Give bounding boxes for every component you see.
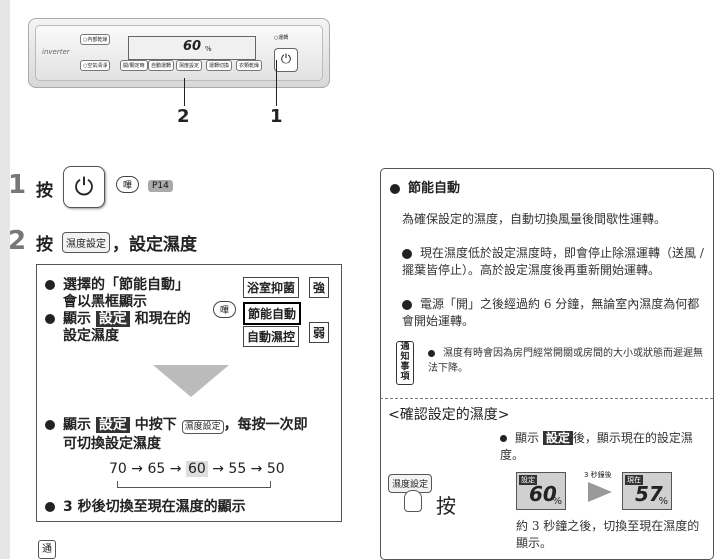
setting-display: 設定 60 % [516, 472, 566, 510]
seq-value: 55 [228, 461, 247, 477]
step-1-number: 1 [8, 170, 27, 200]
panel-button-mode: 運轉切換 [206, 60, 233, 71]
panel-button-humidity: 濕度設定 [176, 60, 203, 71]
bullet-dot [45, 314, 55, 324]
panel-button-clothes: 衣類乾燥 [236, 60, 263, 71]
panel-button-purify: ○空氣清淨 [80, 60, 111, 71]
bullet-dot [500, 435, 507, 442]
humidity-button-icon: 濕度設定 [181, 420, 224, 434]
bullet-dot [390, 183, 400, 194]
eco-auto-title: 節能自動 [390, 177, 460, 196]
strong-label: 強 [309, 277, 330, 298]
step-1-label: 按 [36, 181, 53, 201]
current-display-tag: 現在 [625, 475, 643, 485]
power-button-icon: ⏻ [63, 166, 105, 208]
bullet-switch-current: 3 秒後切換至現在濕度的顯示 [45, 499, 246, 516]
power-label: ○運轉 [274, 35, 289, 41]
bullet-selected-mode: 選擇的「節能自動」 會以黑框顯示 [45, 277, 189, 311]
setting-display-tag: 設定 [519, 475, 537, 485]
bullet-dot [45, 502, 55, 512]
after-3-seconds-label: 3 秒鐘後 [584, 471, 612, 479]
brand-label: inverter [42, 48, 70, 56]
beep-sound: 嗶 [116, 176, 140, 193]
weak-label: 弱 [309, 322, 330, 343]
sequence-loop-arrow [117, 481, 271, 488]
panel-power-icon: ⏻ [274, 48, 298, 72]
control-panel-illustration: inverter ○內部乾燥 ○空氣清淨 開/關定時 自動運轉 濕度設定 運轉切… [28, 18, 330, 88]
mode-eco-auto: 節能自動 [243, 302, 302, 325]
current-display-value: 57 [635, 482, 663, 506]
panel-button-auto: 自動運轉 [148, 60, 175, 71]
confirm-humidity-title: <確認設定的濕度> [388, 407, 510, 423]
setting-tag: 設定 [95, 311, 130, 327]
right-arrow [588, 482, 612, 502]
notice-label-icon: 通知事項 [396, 341, 414, 385]
seq-value: 65 [147, 461, 166, 477]
lcd-value: 60 [183, 39, 202, 54]
seq-value: 60 [185, 461, 208, 477]
humidity-button-icon: 濕度設定 [62, 232, 110, 253]
lcd-unit: % [205, 45, 212, 53]
mode-bathroom: 浴室抑菌 [243, 277, 300, 298]
current-display-unit: % [658, 496, 668, 507]
section-divider [380, 398, 713, 399]
bullet-dot [402, 299, 412, 310]
after-switch-text: 約 3 秒鐘之後，切換至現在濕度的顯示。 [516, 519, 700, 550]
seq-value: 50 [266, 461, 285, 477]
callout-1: 1 [270, 106, 283, 127]
panel-button-dry: ○內部乾燥 [80, 34, 111, 45]
setting-tag: 設定 [95, 417, 130, 433]
callout-2: 2 [177, 106, 190, 127]
bullet-dot [45, 420, 55, 430]
step-2-number: 2 [8, 226, 27, 256]
humidity-sequence: 70 → 65 → 60 → 55 → 50 [109, 461, 285, 477]
panel-button-timer: 開/關定時 [120, 60, 148, 71]
current-display: 現在 57 % [622, 472, 672, 510]
setting-display-unit: % [552, 496, 562, 507]
callout-line-1 [276, 60, 277, 106]
left-margin-bar [0, 0, 10, 559]
notice-icon: 通 [38, 540, 56, 559]
bullet-dot [428, 350, 435, 357]
panel-lcd: 60 % [128, 36, 256, 60]
setting-display-value: 60 [529, 482, 557, 506]
eco-auto-bullet-2: 電源「開」之後經過約 6 分鐘，無論室內濕度為何都會開始運轉。 [402, 297, 700, 328]
bullet-dot [402, 248, 412, 259]
down-arrow [153, 365, 229, 397]
instruction-box: 選擇的「節能自動」 會以黑框顯示 顯示 設定 和現在的 設定濕度 浴室抑菌 節能… [36, 264, 342, 522]
eco-auto-bullet-1: 現在濕度低於設定濕度時，即會停止除濕運轉（送風 / 擺葉皆停止）。高於設定濕度後… [402, 246, 704, 277]
callout-line-2 [184, 78, 185, 106]
bullet-display-setting: 顯示 設定 和現在的 設定濕度 [45, 311, 191, 345]
bullet-dot [45, 280, 55, 290]
hand-icon [404, 490, 422, 512]
seq-value: 70 [109, 461, 127, 477]
page-reference: P14 [148, 180, 173, 192]
notice-text: 濕度有時會因為房門經常開關或房間的大小或狀態而遲遲無法下降。 [428, 348, 703, 374]
bullet-press-button: 顯示 設定 中按下 濕度設定，每按一次即 可切換設定濕度 [45, 417, 308, 453]
beep-sound: 嗶 [213, 301, 237, 318]
step-2-label-a: 按 [36, 235, 53, 255]
setting-tag: 設定 [542, 431, 573, 445]
confirm-bullet: 顯示 設定後，顯示現在的設定濕度。 [500, 431, 693, 462]
mode-auto-humidity: 自動濕控 [243, 326, 300, 347]
eco-auto-intro: 為確保設定的濕度，自動切換風量後間歇性運轉。 [402, 212, 667, 226]
step-2-label-b: ，設定濕度 [112, 235, 197, 255]
press-label: 按 [436, 494, 456, 518]
